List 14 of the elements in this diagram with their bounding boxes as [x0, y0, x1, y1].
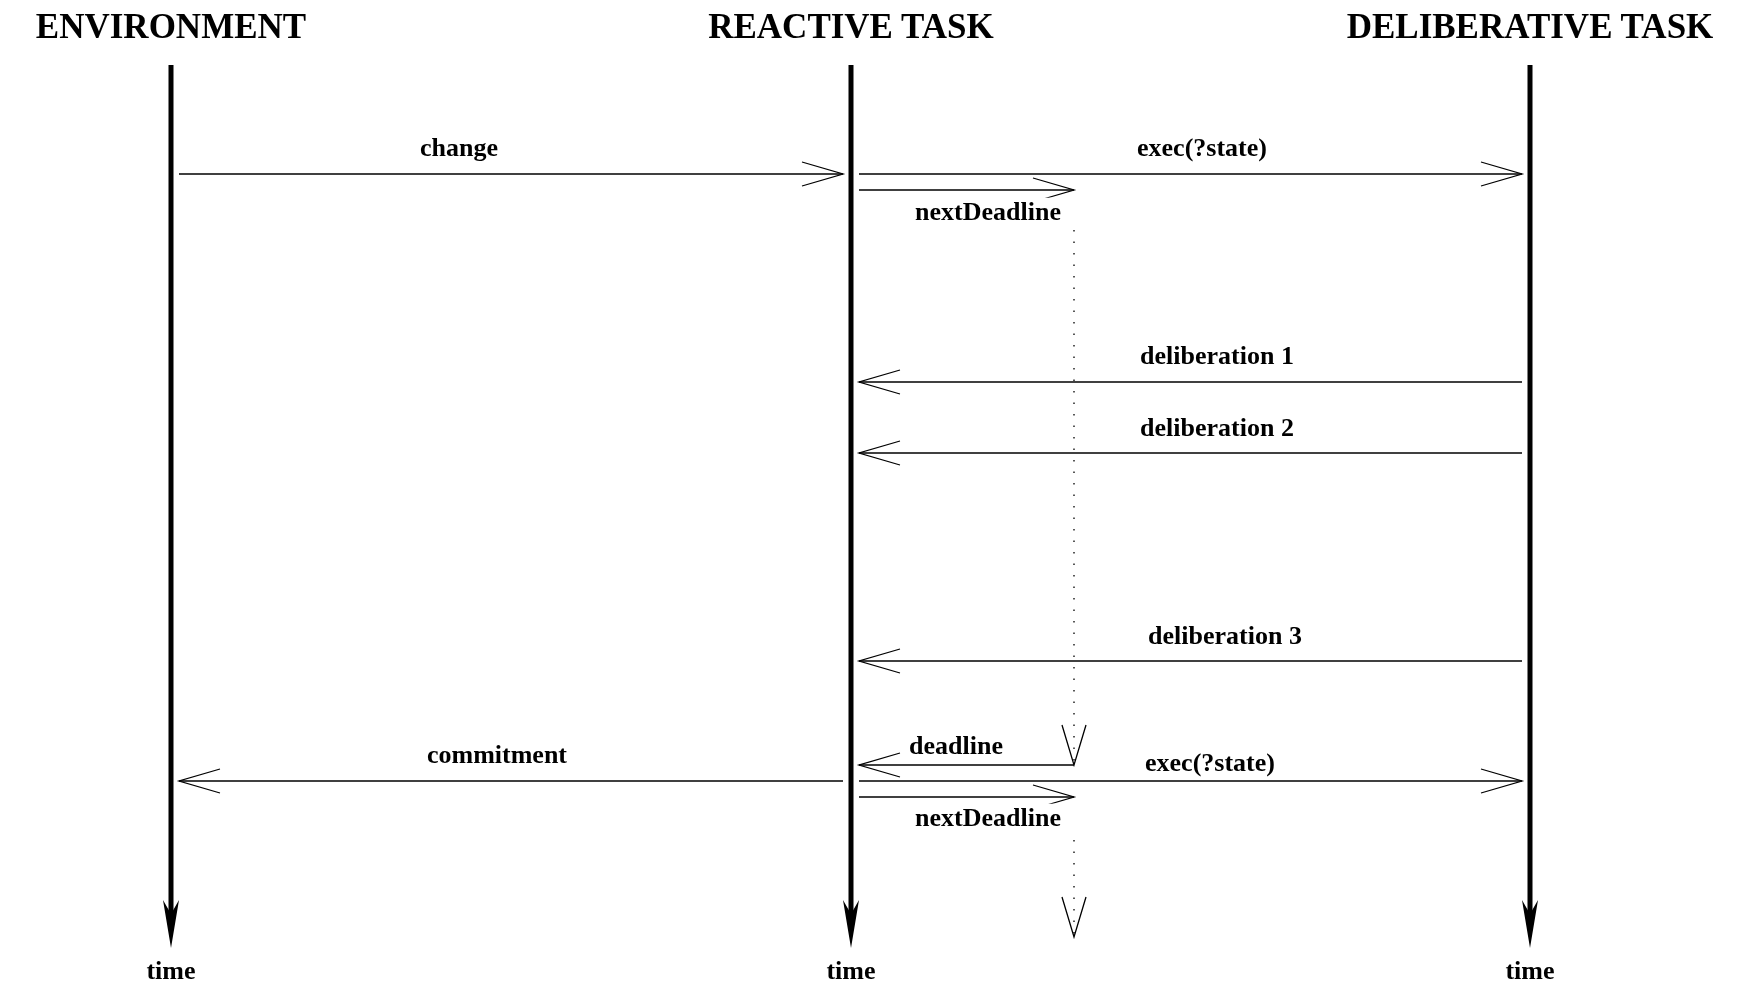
lifeline-title: ENVIRONMENT [35, 7, 307, 47]
message-arrow [858, 161, 1523, 187]
time-label: time [146, 956, 196, 986]
lifeline-title: REACTIVE TASK [708, 7, 994, 47]
lifeline-title: DELIBERATIVE TASK [1346, 7, 1714, 47]
message-arrow [858, 648, 1523, 674]
message-arrow [858, 440, 1523, 466]
message-arrow [178, 768, 844, 794]
message-arrow [178, 161, 844, 187]
time-label: time [826, 956, 876, 986]
message-arrow [858, 369, 1523, 395]
time-label: time [1505, 956, 1555, 986]
message-arrow [858, 768, 1523, 794]
message-arrow [858, 752, 1075, 778]
